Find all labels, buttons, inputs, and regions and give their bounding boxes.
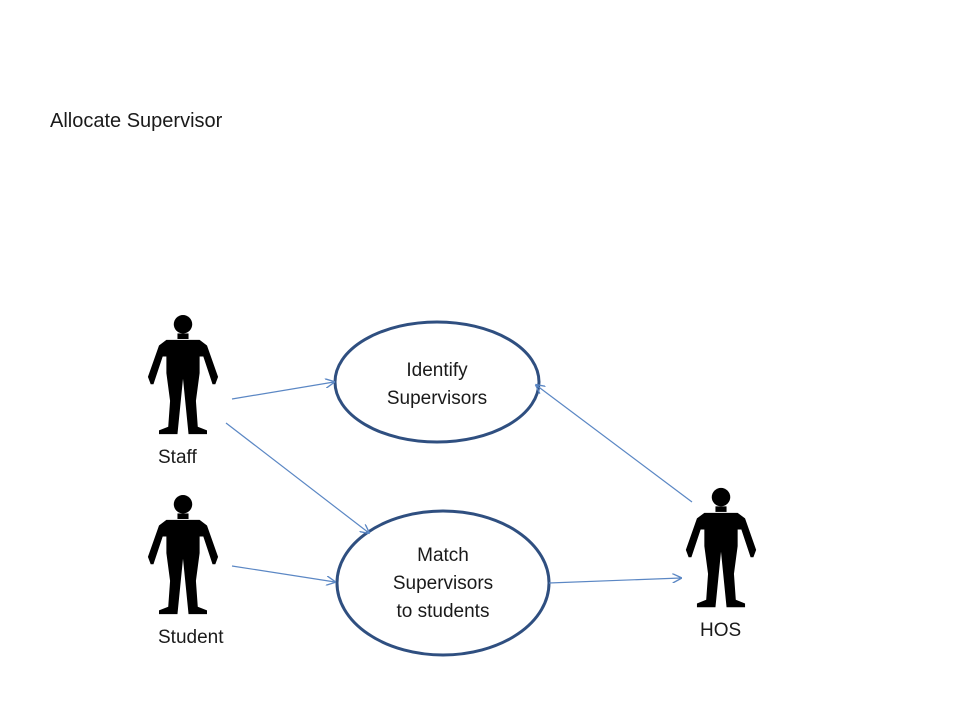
actor-staff-icon	[147, 315, 219, 435]
association-hos-identify	[536, 385, 693, 503]
association-match-hos	[548, 578, 681, 584]
association-staff-identify	[231, 382, 334, 400]
use-case-identify-line-2: Supervisors	[387, 388, 487, 409]
actor-hos-label: HOS	[700, 620, 741, 641]
use-case-identify-line-1: Identify	[406, 360, 468, 381]
use-case-match-supervisors: Match Supervisors to students	[335, 509, 551, 657]
use-case-match-line-1: Match	[417, 545, 469, 566]
association-staff-match	[225, 422, 369, 533]
actor-hos-icon	[685, 487, 757, 608]
actor-hos: HOS	[685, 487, 757, 641]
association-student-match	[231, 565, 335, 582]
actor-staff: Staff	[147, 315, 219, 468]
use-case-identify-supervisors: Identify Supervisors	[333, 320, 541, 444]
use-case-match-line-2: Supervisors	[393, 573, 493, 594]
use-case-identify-ellipse	[333, 320, 541, 444]
actor-student: Student	[147, 495, 224, 648]
actor-student-icon	[147, 495, 219, 615]
use-case-match-line-3: to students	[397, 601, 490, 622]
diagram-title: Allocate Supervisor	[50, 110, 223, 132]
actor-staff-label: Staff	[158, 447, 197, 468]
actor-student-label: Student	[158, 627, 224, 648]
